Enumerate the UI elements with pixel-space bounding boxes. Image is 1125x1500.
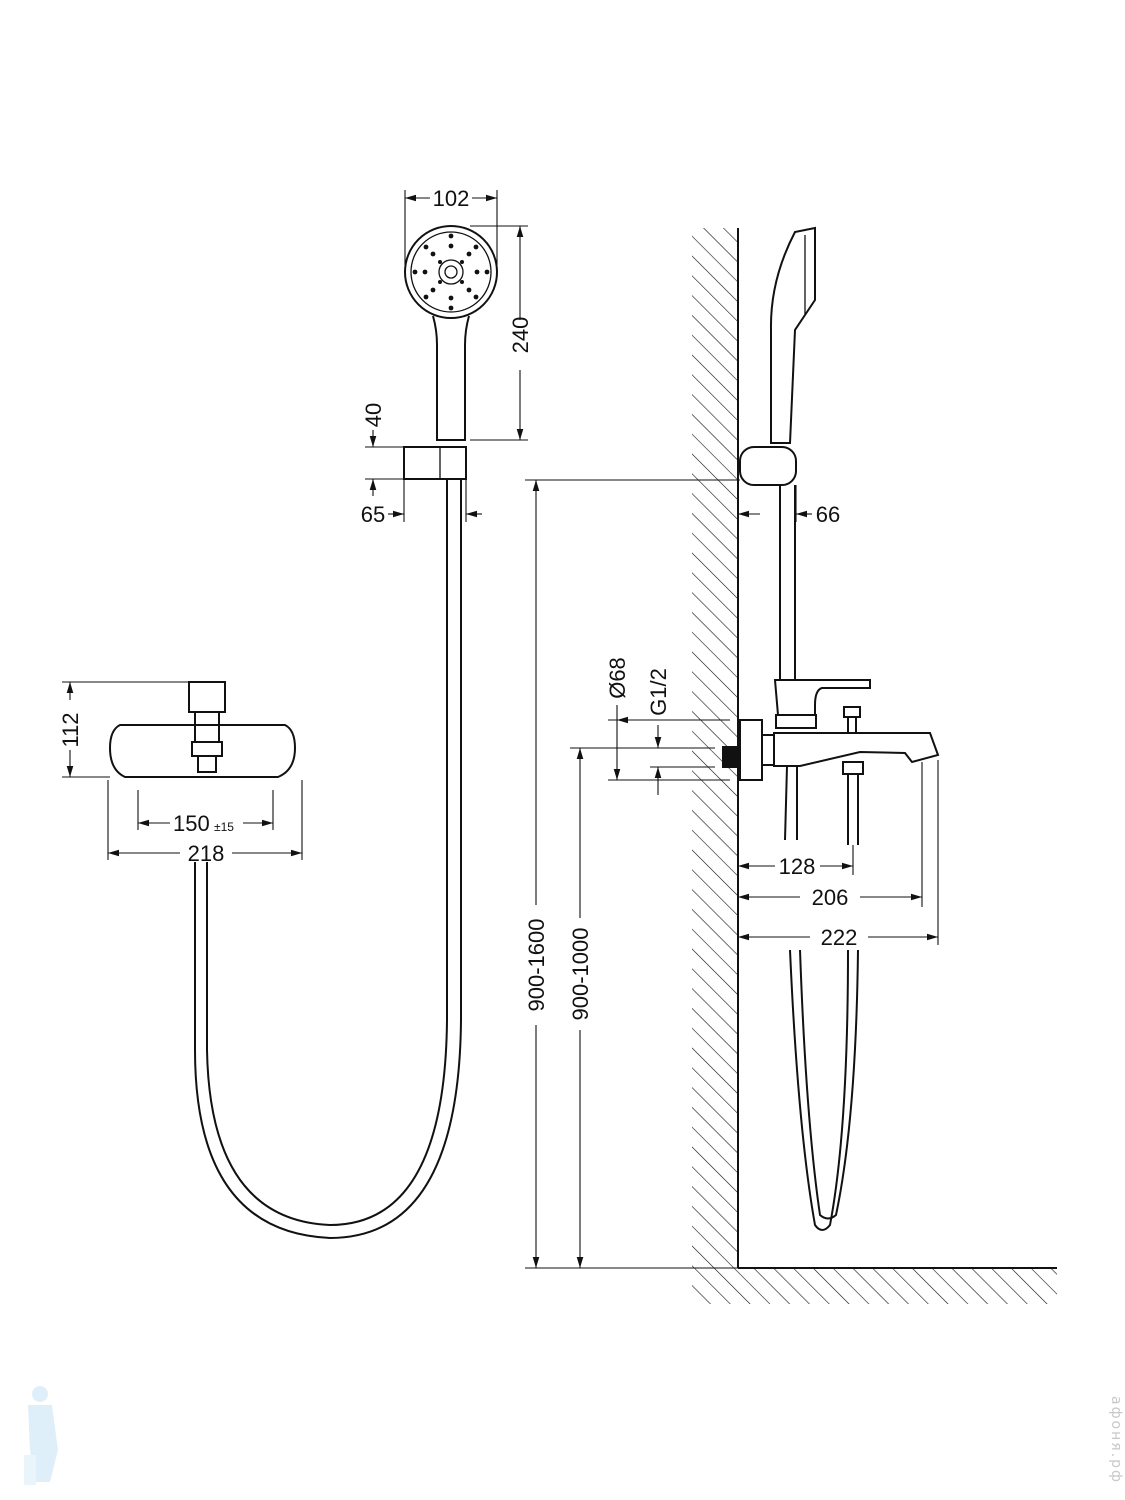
watermark-site: афоня.рф [1108, 1396, 1124, 1484]
dim-spout-tip: 206 [812, 885, 849, 910]
mixer-front [108, 681, 297, 778]
dim-lever-distance: 128 [779, 854, 816, 879]
dim-holder-projection: 66 [816, 502, 840, 527]
dim-inlet-tolerance: ±15 [214, 820, 234, 834]
hand-shower-front [194, 225, 498, 1240]
dim-head-diameter: 102 [433, 186, 470, 211]
dim-flange-diameter: Ø68 [605, 657, 630, 699]
dim-shower-length: 240 [508, 317, 533, 354]
side-view-fittings [722, 226, 940, 1231]
dim-thread: G1/2 [646, 668, 671, 716]
dim-mixer-height-range: 900-1000 [568, 928, 593, 1021]
dimension-lines [62, 190, 939, 1268]
dim-mixer-width: 218 [188, 841, 225, 866]
dim-inlet-spacing: 150 [173, 811, 210, 836]
dim-holder-height-range: 900-1600 [524, 919, 549, 1012]
dim-holder-height: 40 [361, 403, 386, 427]
plumber-mascot-logo [24, 1386, 58, 1485]
dim-total-depth: 222 [821, 925, 858, 950]
dim-mixer-height: 112 [58, 712, 83, 747]
dim-holder-depth: 65 [361, 502, 385, 527]
